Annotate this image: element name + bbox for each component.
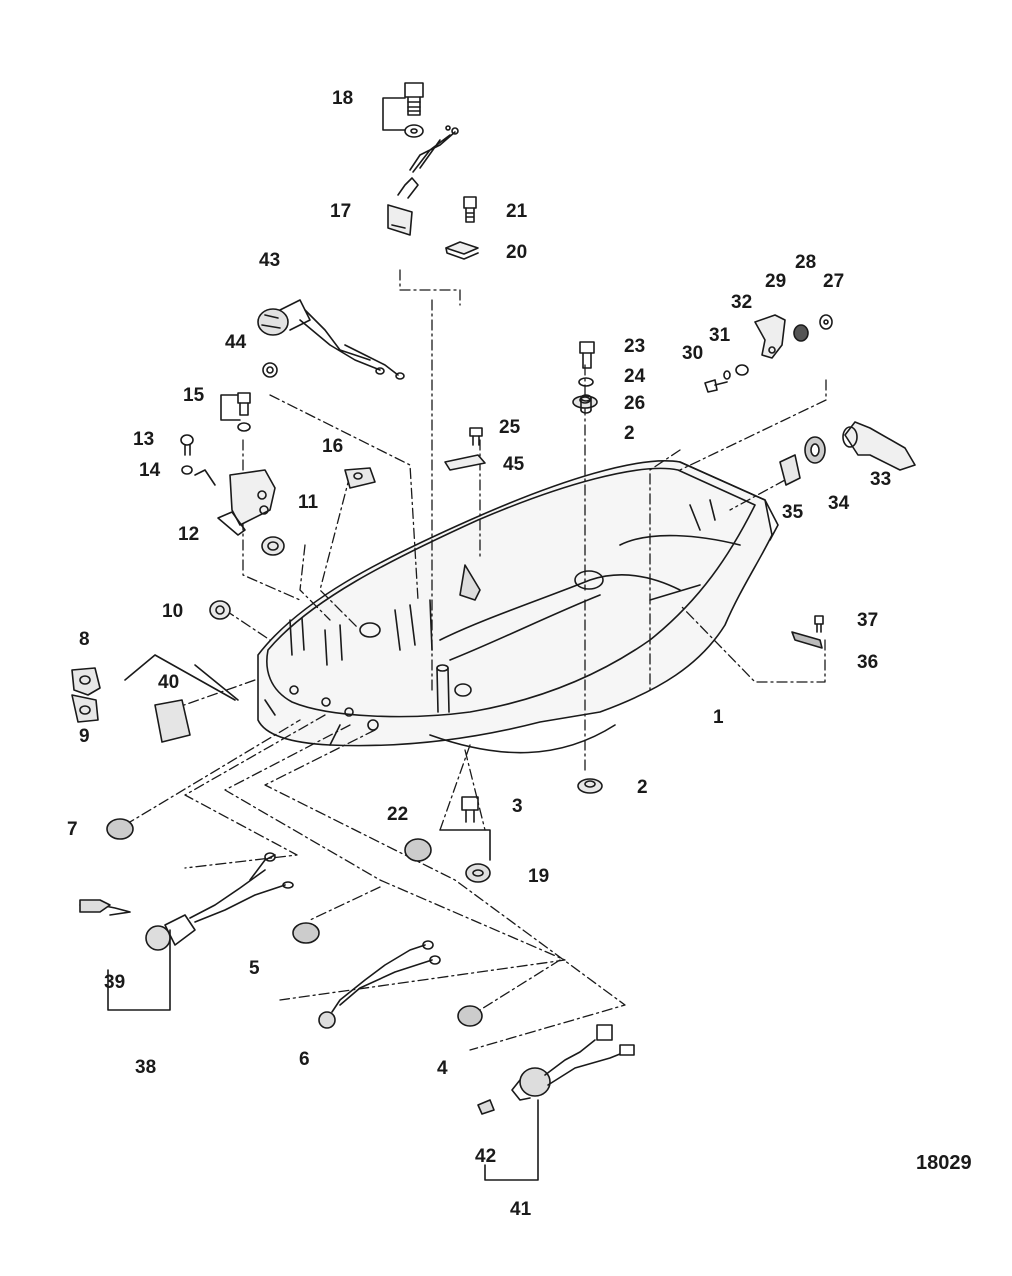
callout-15: 15 <box>183 385 205 406</box>
callout-6: 6 <box>299 1049 310 1070</box>
callout-14: 14 <box>139 460 161 481</box>
callout-41: 41 <box>510 1199 532 1220</box>
switch-harness-38 <box>79 852 294 951</box>
callout-24: 24 <box>624 366 646 387</box>
callout-20: 20 <box>506 242 528 263</box>
callout-39: 39 <box>104 972 126 993</box>
callout-17: 17 <box>330 201 352 222</box>
callout-29: 29 <box>765 271 787 292</box>
bottom-cowl <box>257 460 779 754</box>
callout-38: 38 <box>135 1057 157 1078</box>
callout-45: 45 <box>503 454 525 475</box>
callout-25: 25 <box>499 417 521 438</box>
callout-23: 23 <box>624 336 646 357</box>
callout-5: 5 <box>249 958 260 979</box>
callout-8: 8 <box>79 629 90 650</box>
callout-37: 37 <box>857 610 879 631</box>
callout-9: 9 <box>79 726 90 747</box>
callout-33: 33 <box>870 469 892 490</box>
callout-13: 13 <box>133 429 155 450</box>
key-switch-43 <box>257 299 405 380</box>
callout-30: 30 <box>682 343 704 364</box>
callout-12: 12 <box>178 524 200 545</box>
callout-3: 3 <box>512 796 523 817</box>
callout-1: 1 <box>713 707 724 728</box>
harness-6 <box>318 940 441 1029</box>
callout-34: 34 <box>828 493 850 514</box>
callout-35: 35 <box>782 502 804 523</box>
callout-31: 31 <box>709 325 731 346</box>
callout-10: 10 <box>162 601 184 622</box>
callout-16: 16 <box>322 436 344 457</box>
callout-18: 18 <box>332 88 354 109</box>
callout-42: 42 <box>475 1146 497 1167</box>
callout-22: 22 <box>387 804 409 825</box>
key-switch-41 <box>477 1024 635 1115</box>
switch-17 <box>387 125 459 236</box>
callout-36: 36 <box>857 652 879 673</box>
callout-2-top: 2 <box>624 423 635 444</box>
callout-27: 27 <box>823 271 845 292</box>
callout-7: 7 <box>67 819 78 840</box>
callout-11: 11 <box>298 492 319 513</box>
callout-43: 43 <box>259 250 281 271</box>
callout-28: 28 <box>795 252 817 273</box>
bracket-12 <box>217 469 276 536</box>
callout-21: 21 <box>506 201 528 222</box>
callout-40: 40 <box>158 672 180 693</box>
callout-2-bottom: 2 <box>637 777 648 798</box>
callout-32: 32 <box>731 292 753 313</box>
figure-number: 18029 <box>916 1152 972 1174</box>
bolt-18 <box>404 82 424 116</box>
callout-19: 19 <box>528 866 550 887</box>
callout-44: 44 <box>225 332 247 353</box>
callout-26: 26 <box>624 393 646 414</box>
callout-4: 4 <box>437 1058 448 1079</box>
